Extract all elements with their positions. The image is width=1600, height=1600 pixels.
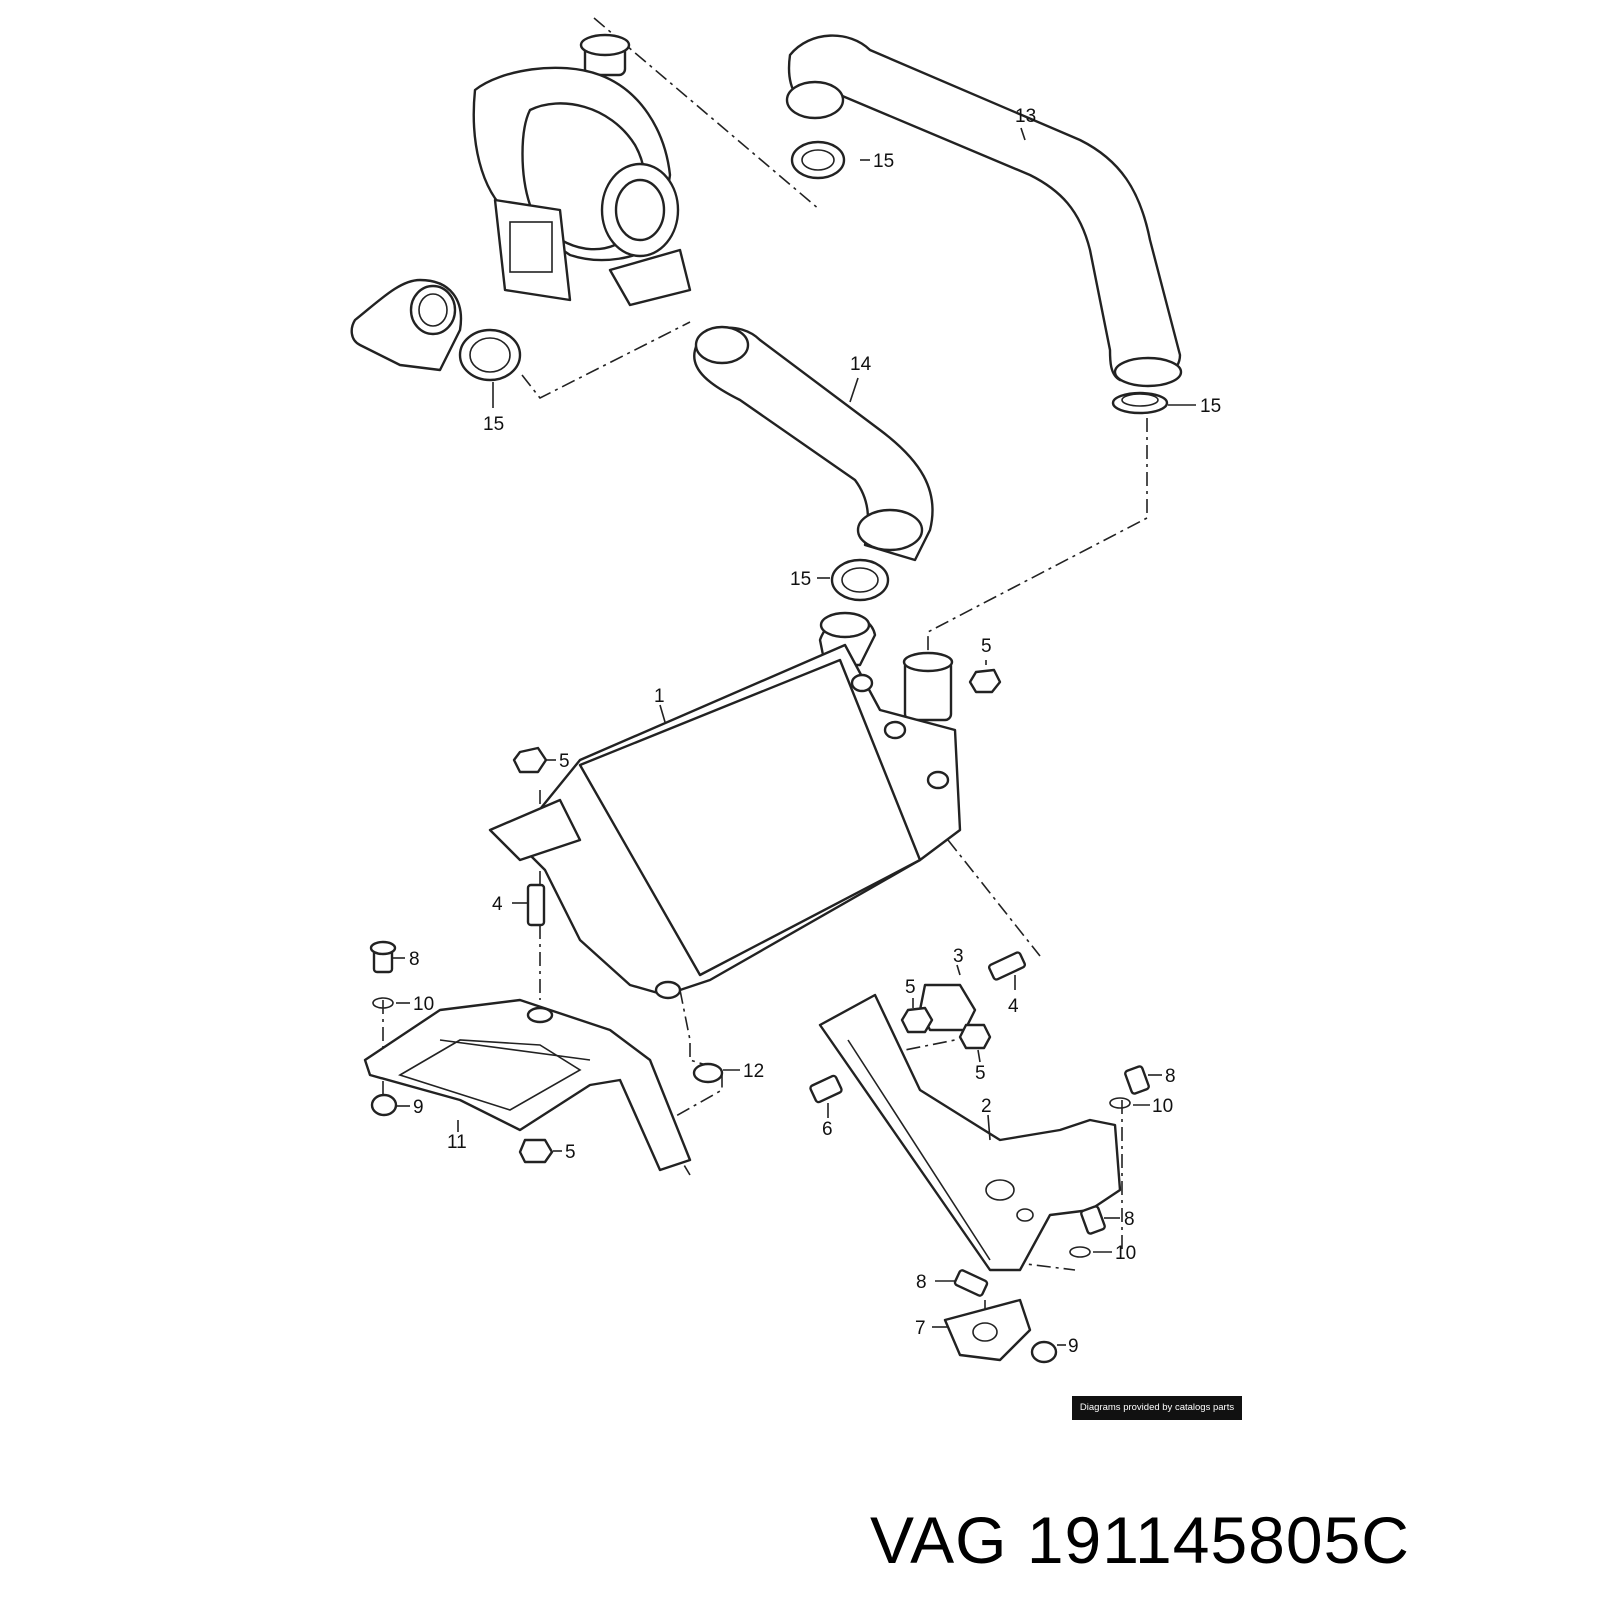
nut (512, 746, 548, 774)
hose-clamp (458, 328, 522, 382)
flange-nut (370, 1093, 398, 1117)
bolt (953, 1269, 989, 1297)
callout-12: 12 (743, 1061, 764, 1082)
turbocharger (472, 33, 692, 307)
diagram-credit-badge: Diagrams provided by catalogs parts (1072, 1396, 1242, 1420)
callout-8: 8 (916, 1272, 927, 1293)
washer (1069, 1246, 1091, 1258)
nut (958, 1023, 992, 1050)
part-number-title: VAG 191145805C (870, 1503, 1410, 1577)
hose-connector-elbow (350, 278, 463, 372)
callout-14: 14 (850, 354, 872, 375)
flange-nut (1030, 1340, 1058, 1364)
callout-15: 15 (790, 569, 811, 590)
stud-bolt (987, 951, 1027, 981)
callout-2: 2 (981, 1096, 992, 1117)
callout-8: 8 (409, 949, 420, 970)
callout-9: 9 (413, 1097, 424, 1118)
callout-10: 10 (1152, 1096, 1173, 1117)
callout-15: 15 (873, 151, 894, 172)
heat-shield-plate (363, 998, 692, 1172)
callout-11: 11 (447, 1132, 467, 1153)
nut (900, 1006, 934, 1034)
callout-7: 7 (915, 1318, 926, 1339)
bolt (1124, 1065, 1150, 1095)
callout-5: 5 (975, 1063, 986, 1084)
callout-6: 6 (822, 1119, 833, 1140)
stud-bolt (526, 883, 546, 927)
nut (968, 668, 1002, 694)
hose-clamp (1111, 391, 1169, 415)
callout-1: 1 (654, 686, 665, 707)
callout-labels: 13 15 15 15 14 15 5 1 5 4 8 10 9 11 5 12… (409, 106, 1221, 1357)
hose-clamp (790, 140, 846, 180)
bolt (369, 940, 397, 974)
callout-10: 10 (1115, 1243, 1136, 1264)
charge-air-hose-lower (693, 325, 934, 562)
washer (372, 997, 394, 1009)
mounting-bracket (818, 993, 1122, 1272)
callout-3: 3 (953, 946, 964, 967)
callout-leaders (393, 127, 1196, 1346)
washer (1109, 1097, 1131, 1109)
intercooler (488, 611, 962, 1000)
callout-4: 4 (492, 894, 503, 915)
callout-5: 5 (565, 1142, 576, 1163)
callout-15: 15 (1200, 396, 1221, 417)
callout-10: 10 (413, 994, 434, 1015)
callout-13: 13 (1015, 106, 1036, 127)
nut (518, 1138, 554, 1164)
callout-5: 5 (905, 977, 916, 998)
grommet (692, 1062, 724, 1084)
callout-8: 8 (1165, 1066, 1176, 1087)
callout-5: 5 (559, 751, 570, 772)
callout-5: 5 (981, 636, 992, 657)
bolt (1080, 1205, 1106, 1235)
charge-air-hose-upper (785, 34, 1183, 388)
bolt (809, 1074, 843, 1104)
callout-9: 9 (1068, 1336, 1079, 1357)
callout-4: 4 (1008, 996, 1019, 1017)
hose-clamp (830, 558, 890, 602)
lower-bracket (943, 1298, 1032, 1362)
callout-8: 8 (1124, 1209, 1135, 1230)
callout-15: 15 (483, 414, 504, 435)
